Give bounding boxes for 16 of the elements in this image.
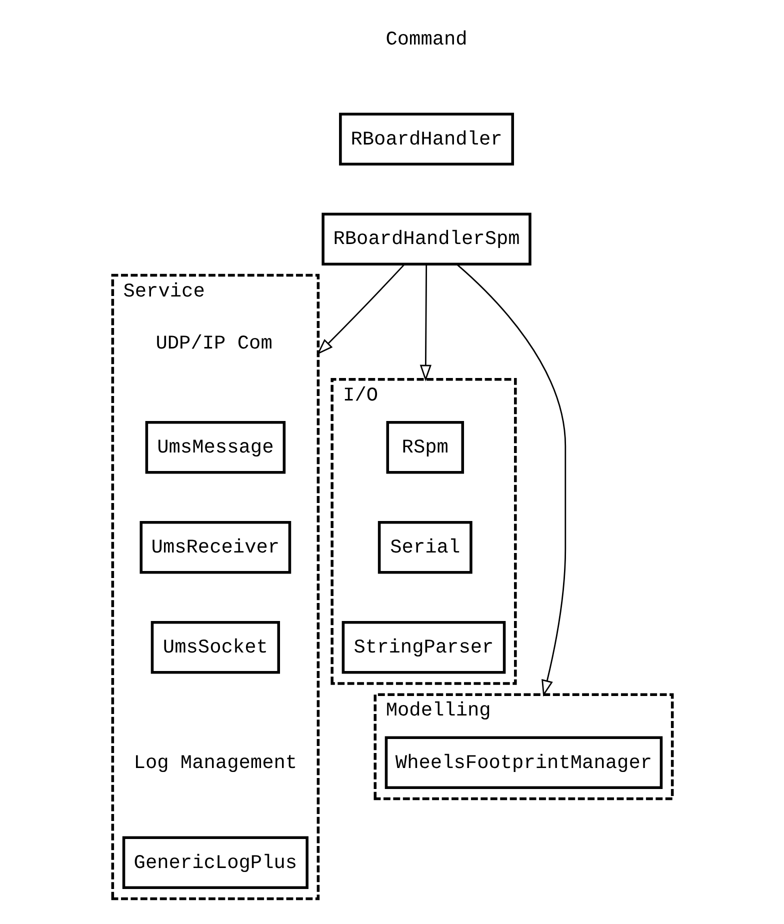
node-box: WheelsFootprintManager bbox=[384, 736, 662, 790]
arrow bbox=[316, 264, 404, 355]
node-box: StringParser bbox=[341, 621, 506, 674]
arrow bbox=[419, 264, 432, 382]
node-box: UmsMessage bbox=[144, 421, 286, 474]
node-box: GenericLogPlus bbox=[122, 836, 308, 890]
node-box: UmsReceiver bbox=[139, 521, 291, 574]
node-box: UmsSocket bbox=[150, 621, 280, 674]
node-box: RSpm bbox=[386, 421, 464, 474]
label: Log Management bbox=[133, 752, 297, 774]
label: UDP/IP Com bbox=[155, 332, 272, 354]
label: Command bbox=[385, 28, 467, 50]
arrow bbox=[456, 264, 566, 697]
node-box: RBoardHandlerSpm bbox=[321, 212, 531, 266]
node-box: Serial bbox=[377, 521, 472, 574]
node-box: RBoardHandler bbox=[338, 112, 514, 166]
